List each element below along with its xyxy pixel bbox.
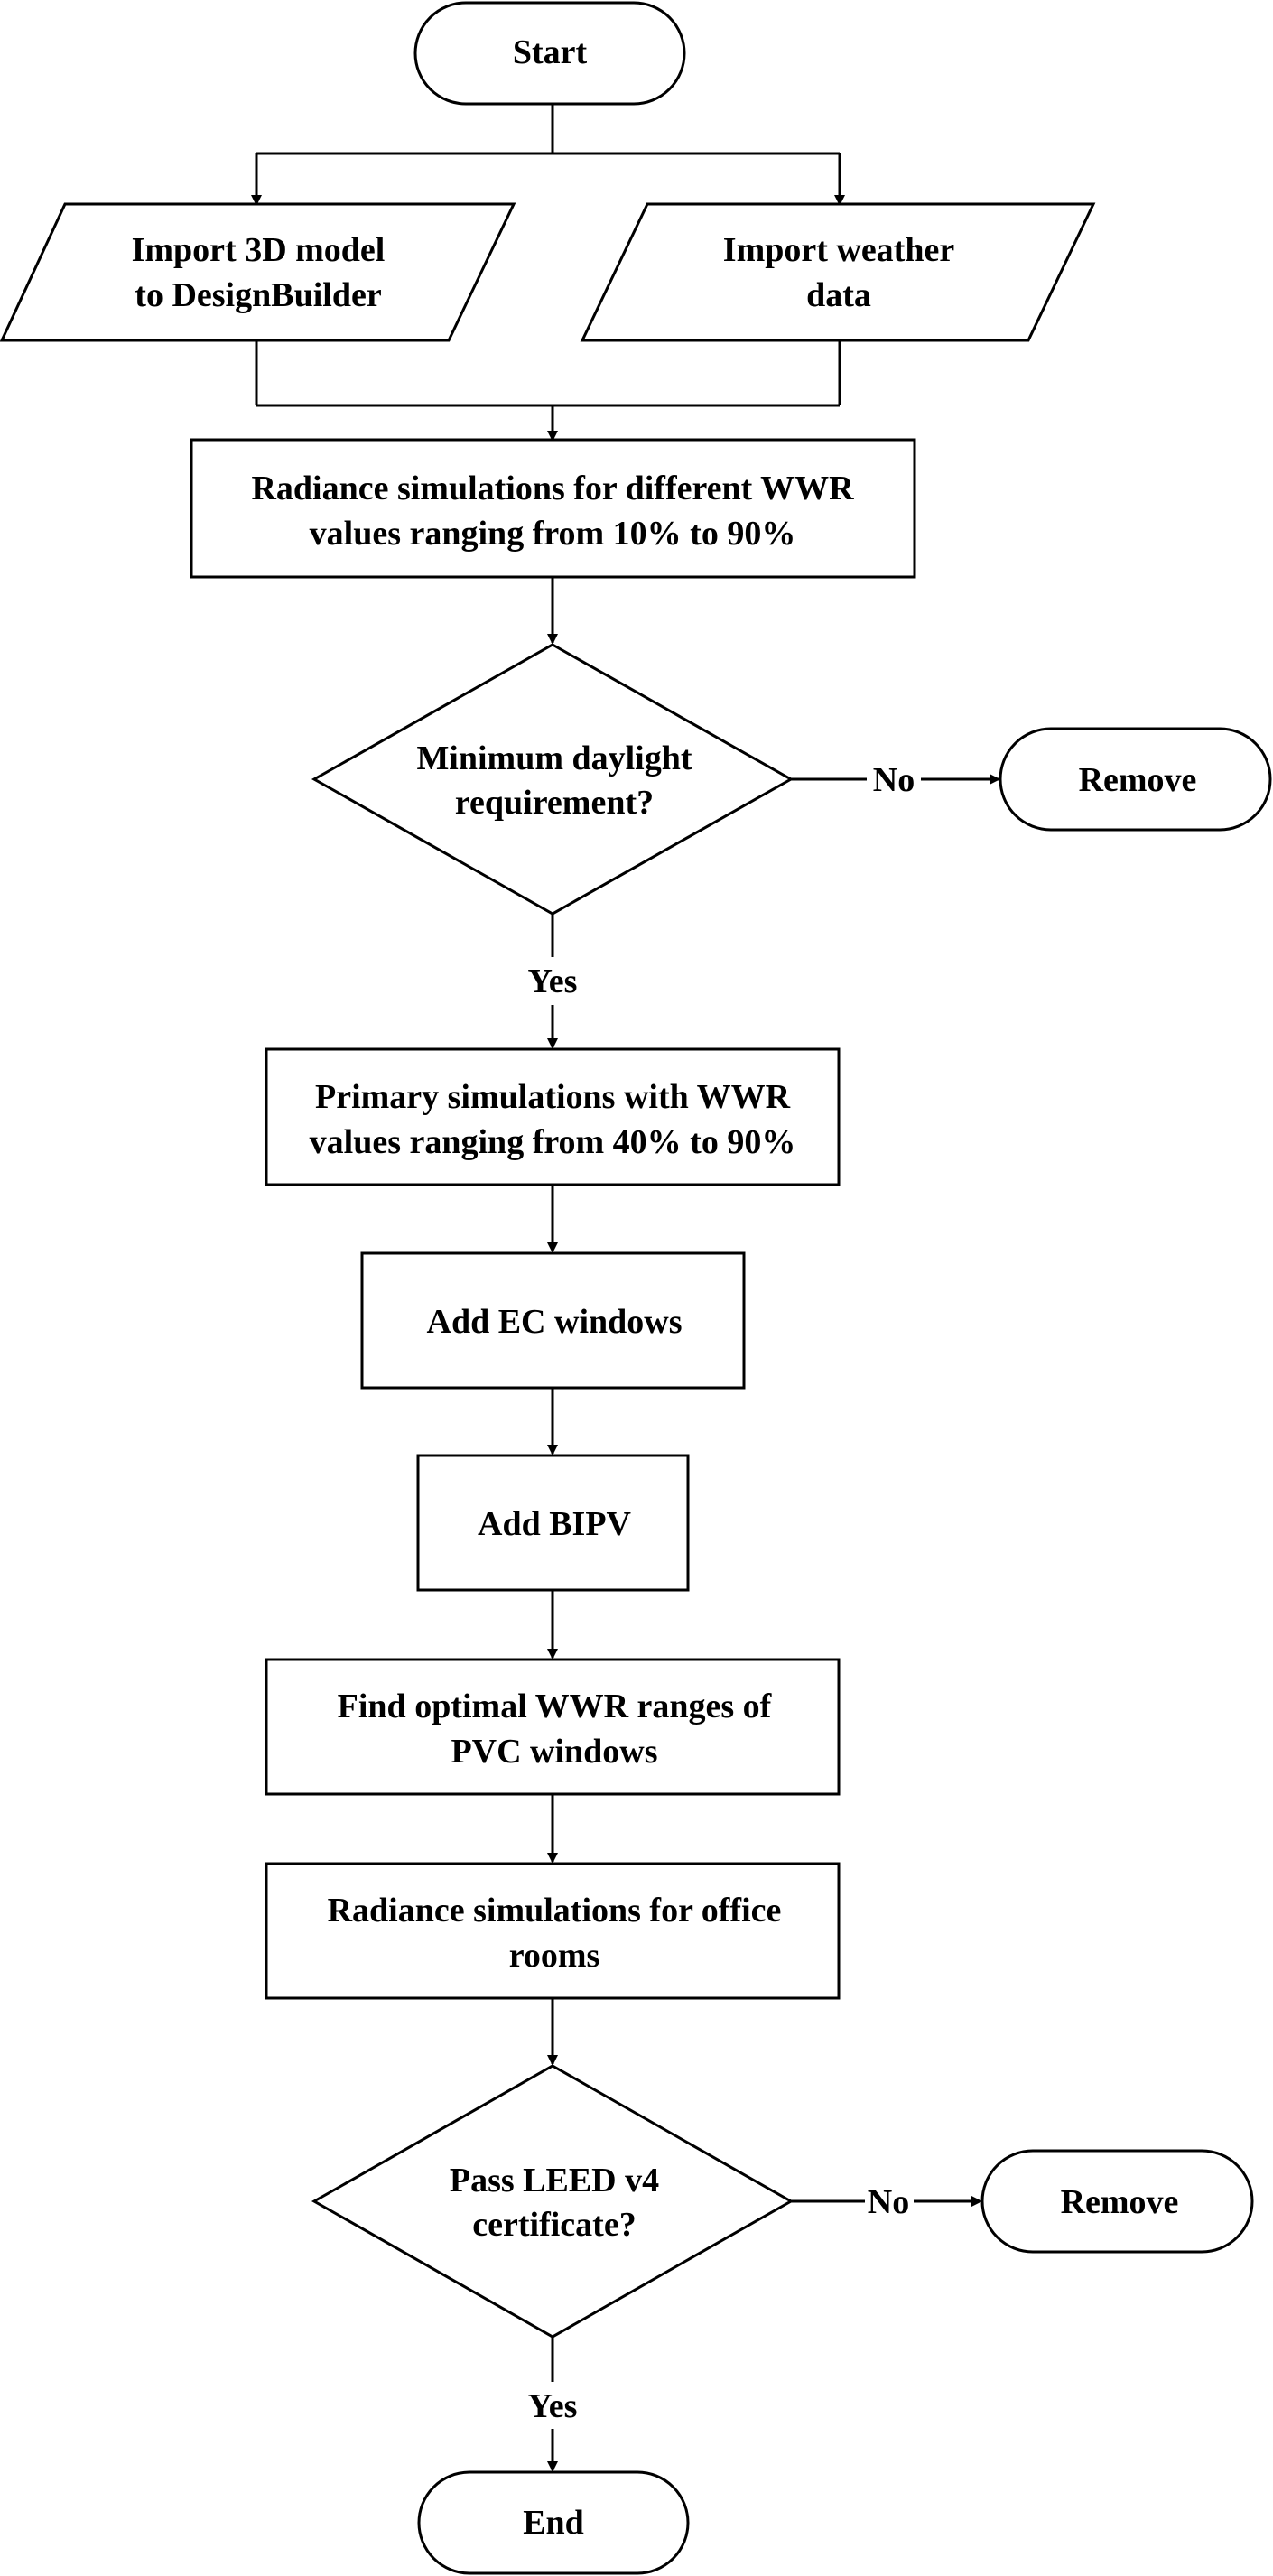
import-weather-label-line1: Import weather [723, 231, 955, 269]
daylight-decision-label-line2: requirement? [455, 784, 654, 822]
remove-node-2: Remove [980, 2149, 1254, 2254]
daylight-decision-node: Minimum daylight requirement? [311, 643, 794, 916]
end-label: End [523, 2504, 584, 2542]
start-label: Start [513, 33, 588, 71]
add-bipv-node: Add BIPV [416, 1454, 690, 1592]
add-ec-label: Add EC windows [427, 1303, 683, 1341]
find-optimal-node: Find optimal WWR ranges of PVC windows [265, 1658, 841, 1796]
edge-label-daylight-yes: Yes [528, 963, 578, 1000]
edge-label-daylight-no: No [873, 761, 915, 799]
edges [251, 104, 1000, 2472]
edge-label-leed-yes: Yes [528, 2387, 578, 2425]
radiance-wwr-node: Radiance simulations for different WWR v… [190, 438, 916, 579]
remove-label-2: Remove [1061, 2183, 1179, 2221]
remove-label-1: Remove [1079, 761, 1197, 799]
add-bipv-label: Add BIPV [478, 1505, 632, 1543]
import-weather-label-line2: data [806, 276, 871, 314]
leed-decision-node: Pass LEED v4 certificate? [311, 2064, 794, 2339]
import-weather-node: Import weather data [580, 202, 1096, 342]
import-model-node: Import 3D model to DesignBuilder [0, 202, 516, 342]
radiance-office-node: Radiance simulations for office rooms [265, 1862, 841, 2000]
primary-sim-node: Primary simulations with WWR values rang… [265, 1047, 841, 1186]
daylight-decision-label-line1: Minimum daylight [416, 739, 692, 777]
primary-sim-label-line2: values ranging from 40% to 90% [310, 1123, 796, 1161]
edge-label-leed-no: No [868, 2183, 909, 2221]
radiance-office-label-line1: Radiance simulations for office [328, 1892, 782, 1930]
add-ec-node: Add EC windows [360, 1251, 746, 1390]
start-node: Start [413, 1, 686, 106]
find-optimal-label-line1: Find optimal WWR ranges of [338, 1688, 773, 1725]
radiance-office-label-line2: rooms [509, 1937, 600, 1975]
leed-decision-label-line1: Pass LEED v4 [450, 2162, 659, 2199]
radiance-wwr-label-line1: Radiance simulations for different WWR [251, 470, 854, 507]
end-node: End [417, 2470, 690, 2575]
import-model-label-line2: to DesignBuilder [135, 276, 382, 314]
leed-decision-label-line2: certificate? [472, 2206, 636, 2244]
primary-sim-label-line1: Primary simulations with WWR [315, 1078, 791, 1116]
import-model-label-line1: Import 3D model [132, 231, 386, 269]
remove-node-1: Remove [999, 727, 1272, 832]
find-optimal-label-line2: PVC windows [451, 1733, 657, 1771]
radiance-wwr-label-line2: values ranging from 10% to 90% [310, 515, 796, 553]
